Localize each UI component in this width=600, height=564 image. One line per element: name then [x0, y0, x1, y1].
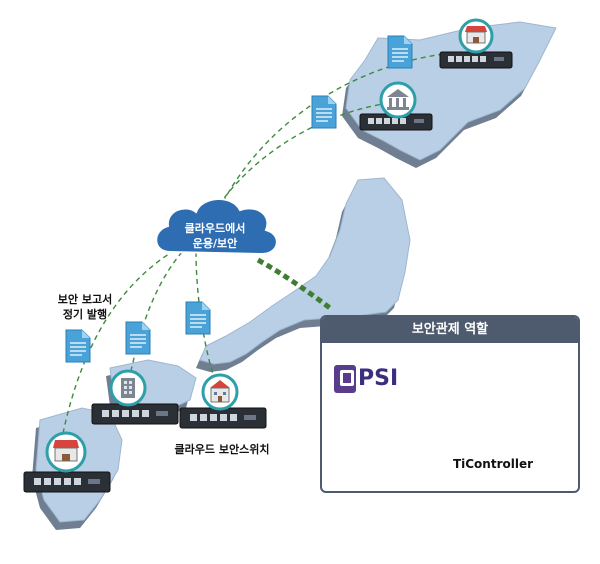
switch-label: 클라우드 보안스위치	[162, 442, 282, 457]
report-label-line1: 보안 보고서	[40, 292, 130, 307]
report-label: 보안 보고서 정기 발행	[40, 292, 130, 322]
security-role-panel: 보안관제 역할 PSI TiController	[320, 315, 580, 493]
psi-logo-mark-icon	[334, 365, 356, 393]
psi-logo-text: PSI	[358, 365, 398, 393]
bank-icon	[381, 83, 415, 117]
report-label-line2: 정기 발행	[40, 307, 130, 322]
product-name: TiController	[408, 457, 578, 471]
psi-logo: PSI	[334, 365, 398, 393]
panel-title: 보안관제 역할	[322, 317, 578, 343]
cloud-label: 클라우드에서 운용/보안	[166, 221, 264, 251]
line-to-building-west	[130, 252, 182, 375]
